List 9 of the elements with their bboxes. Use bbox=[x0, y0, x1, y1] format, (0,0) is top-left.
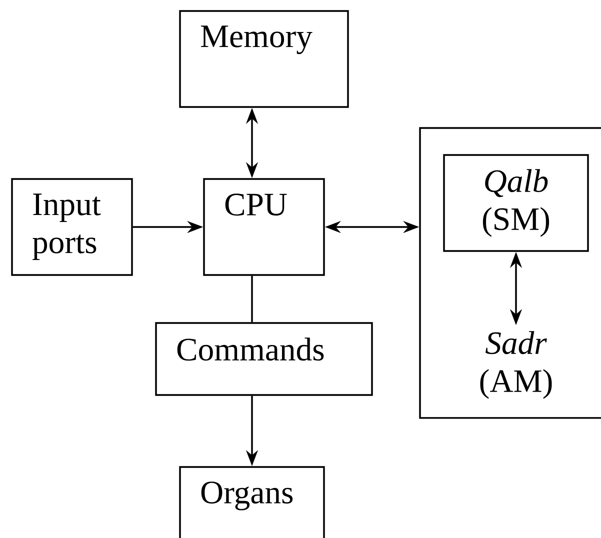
process-box: Organs bbox=[179, 466, 325, 538]
connector-line bbox=[251, 276, 253, 322]
process-box: CPU bbox=[203, 178, 325, 276]
process-box: Commands bbox=[155, 322, 373, 396]
text-label: Sadr (AM) bbox=[480, 331, 552, 399]
outer-box bbox=[419, 127, 601, 419]
process-box: Input ports bbox=[11, 178, 133, 276]
process-box: Qalb (SM) bbox=[443, 154, 589, 252]
process-box: Memory bbox=[179, 10, 349, 108]
